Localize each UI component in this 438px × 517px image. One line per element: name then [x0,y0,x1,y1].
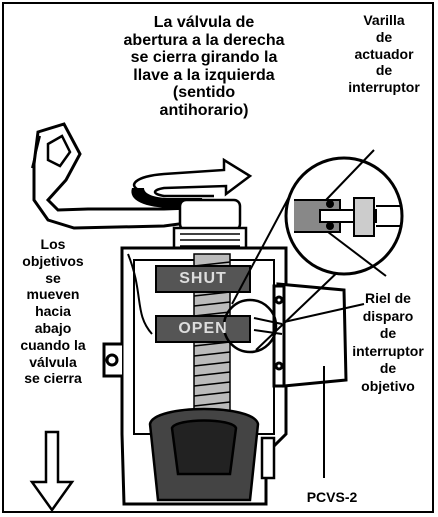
label-line: se cierra [24,370,82,387]
label-line: objetivos [22,252,84,269]
caption-line: llave a la izquierda [133,66,275,84]
shut-indicator [155,265,251,293]
caption-line: se cierra girando la [130,49,278,67]
caption-line: (sentido [172,84,236,102]
caption-line: La válvula de [153,14,255,31]
caption-line: abertura a la derecha [123,31,285,49]
label-line: cuando la [20,336,86,353]
wrench-handle [31,122,196,230]
switch-box [253,282,348,388]
lower-housing [148,407,276,502]
label-line: de [375,62,393,79]
open-indicator [155,315,251,343]
valve-illustration [29,122,404,511]
label-line: mueven [26,286,80,303]
label-line: disparo [362,307,414,324]
label-line: válvula [29,353,77,370]
down-arrow [29,430,75,511]
label-line: abajo [34,319,72,336]
label-line: actuador [354,45,414,62]
label-line: interruptor [348,79,420,96]
actuator-rod-label: Varilla de actuador de interruptor [334,12,432,96]
targets-move-label: Los objetivos se mueven hacia abajo cuan… [12,236,94,387]
caption-line: antihorario) [159,101,249,119]
label-line: hacia [35,303,71,320]
top-caption: La válvula de abertura a la derecha se c… [84,14,324,120]
shut-label: SHUT [179,270,227,287]
detail-circle-small [222,298,278,354]
label-line: objetivo [361,377,415,394]
label-line: de [379,360,397,376]
trip-rail-label: Riel de disparo de interruptor de objeti… [344,290,432,395]
label-line: interruptor [352,342,424,359]
detail-circle-large [284,156,404,276]
valve-stem [172,198,248,252]
label-line: Varilla [363,12,405,28]
label-line: de [379,325,397,341]
label-line: se [45,269,61,286]
diagram-frame: La válvula de abertura a la derecha se c… [2,2,434,513]
label-line: Los [40,236,66,252]
label-line: Riel de [365,290,411,306]
open-label: OPEN [178,320,228,337]
leader-lines [283,149,387,478]
label-line: de [375,28,393,45]
model-label: PCVS-2 [306,489,358,505]
